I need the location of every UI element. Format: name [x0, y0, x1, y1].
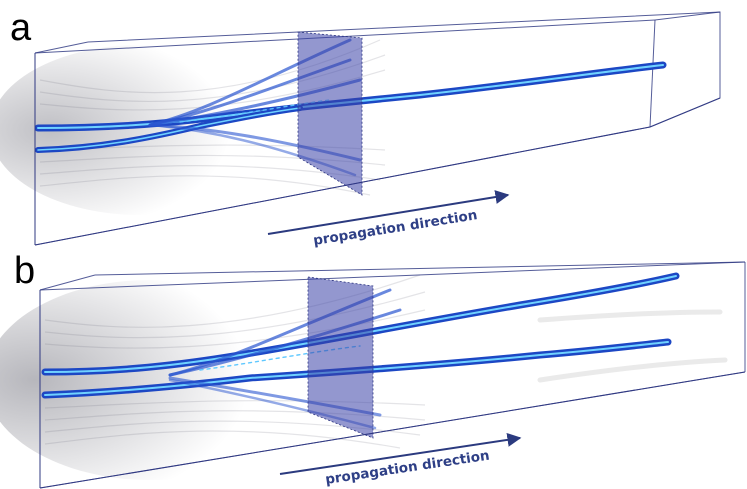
panel-b: propagation direction b [0, 250, 746, 489]
panel-b-propagation-arrow [279, 432, 522, 475]
panel-b-slice-plane [307, 276, 374, 439]
panel-a-label: a [10, 7, 32, 49]
panel-a-slice-plane [297, 31, 363, 196]
panel-b-diffraction-haze [0, 280, 315, 480]
panel-a: propagation direction a [0, 7, 721, 249]
panel-b-propagation-label: propagation direction [324, 448, 490, 488]
panel-a-diffraction-haze [0, 45, 290, 215]
panel-b-label: b [14, 250, 35, 292]
panel-a-propagation-arrow [267, 190, 510, 235]
